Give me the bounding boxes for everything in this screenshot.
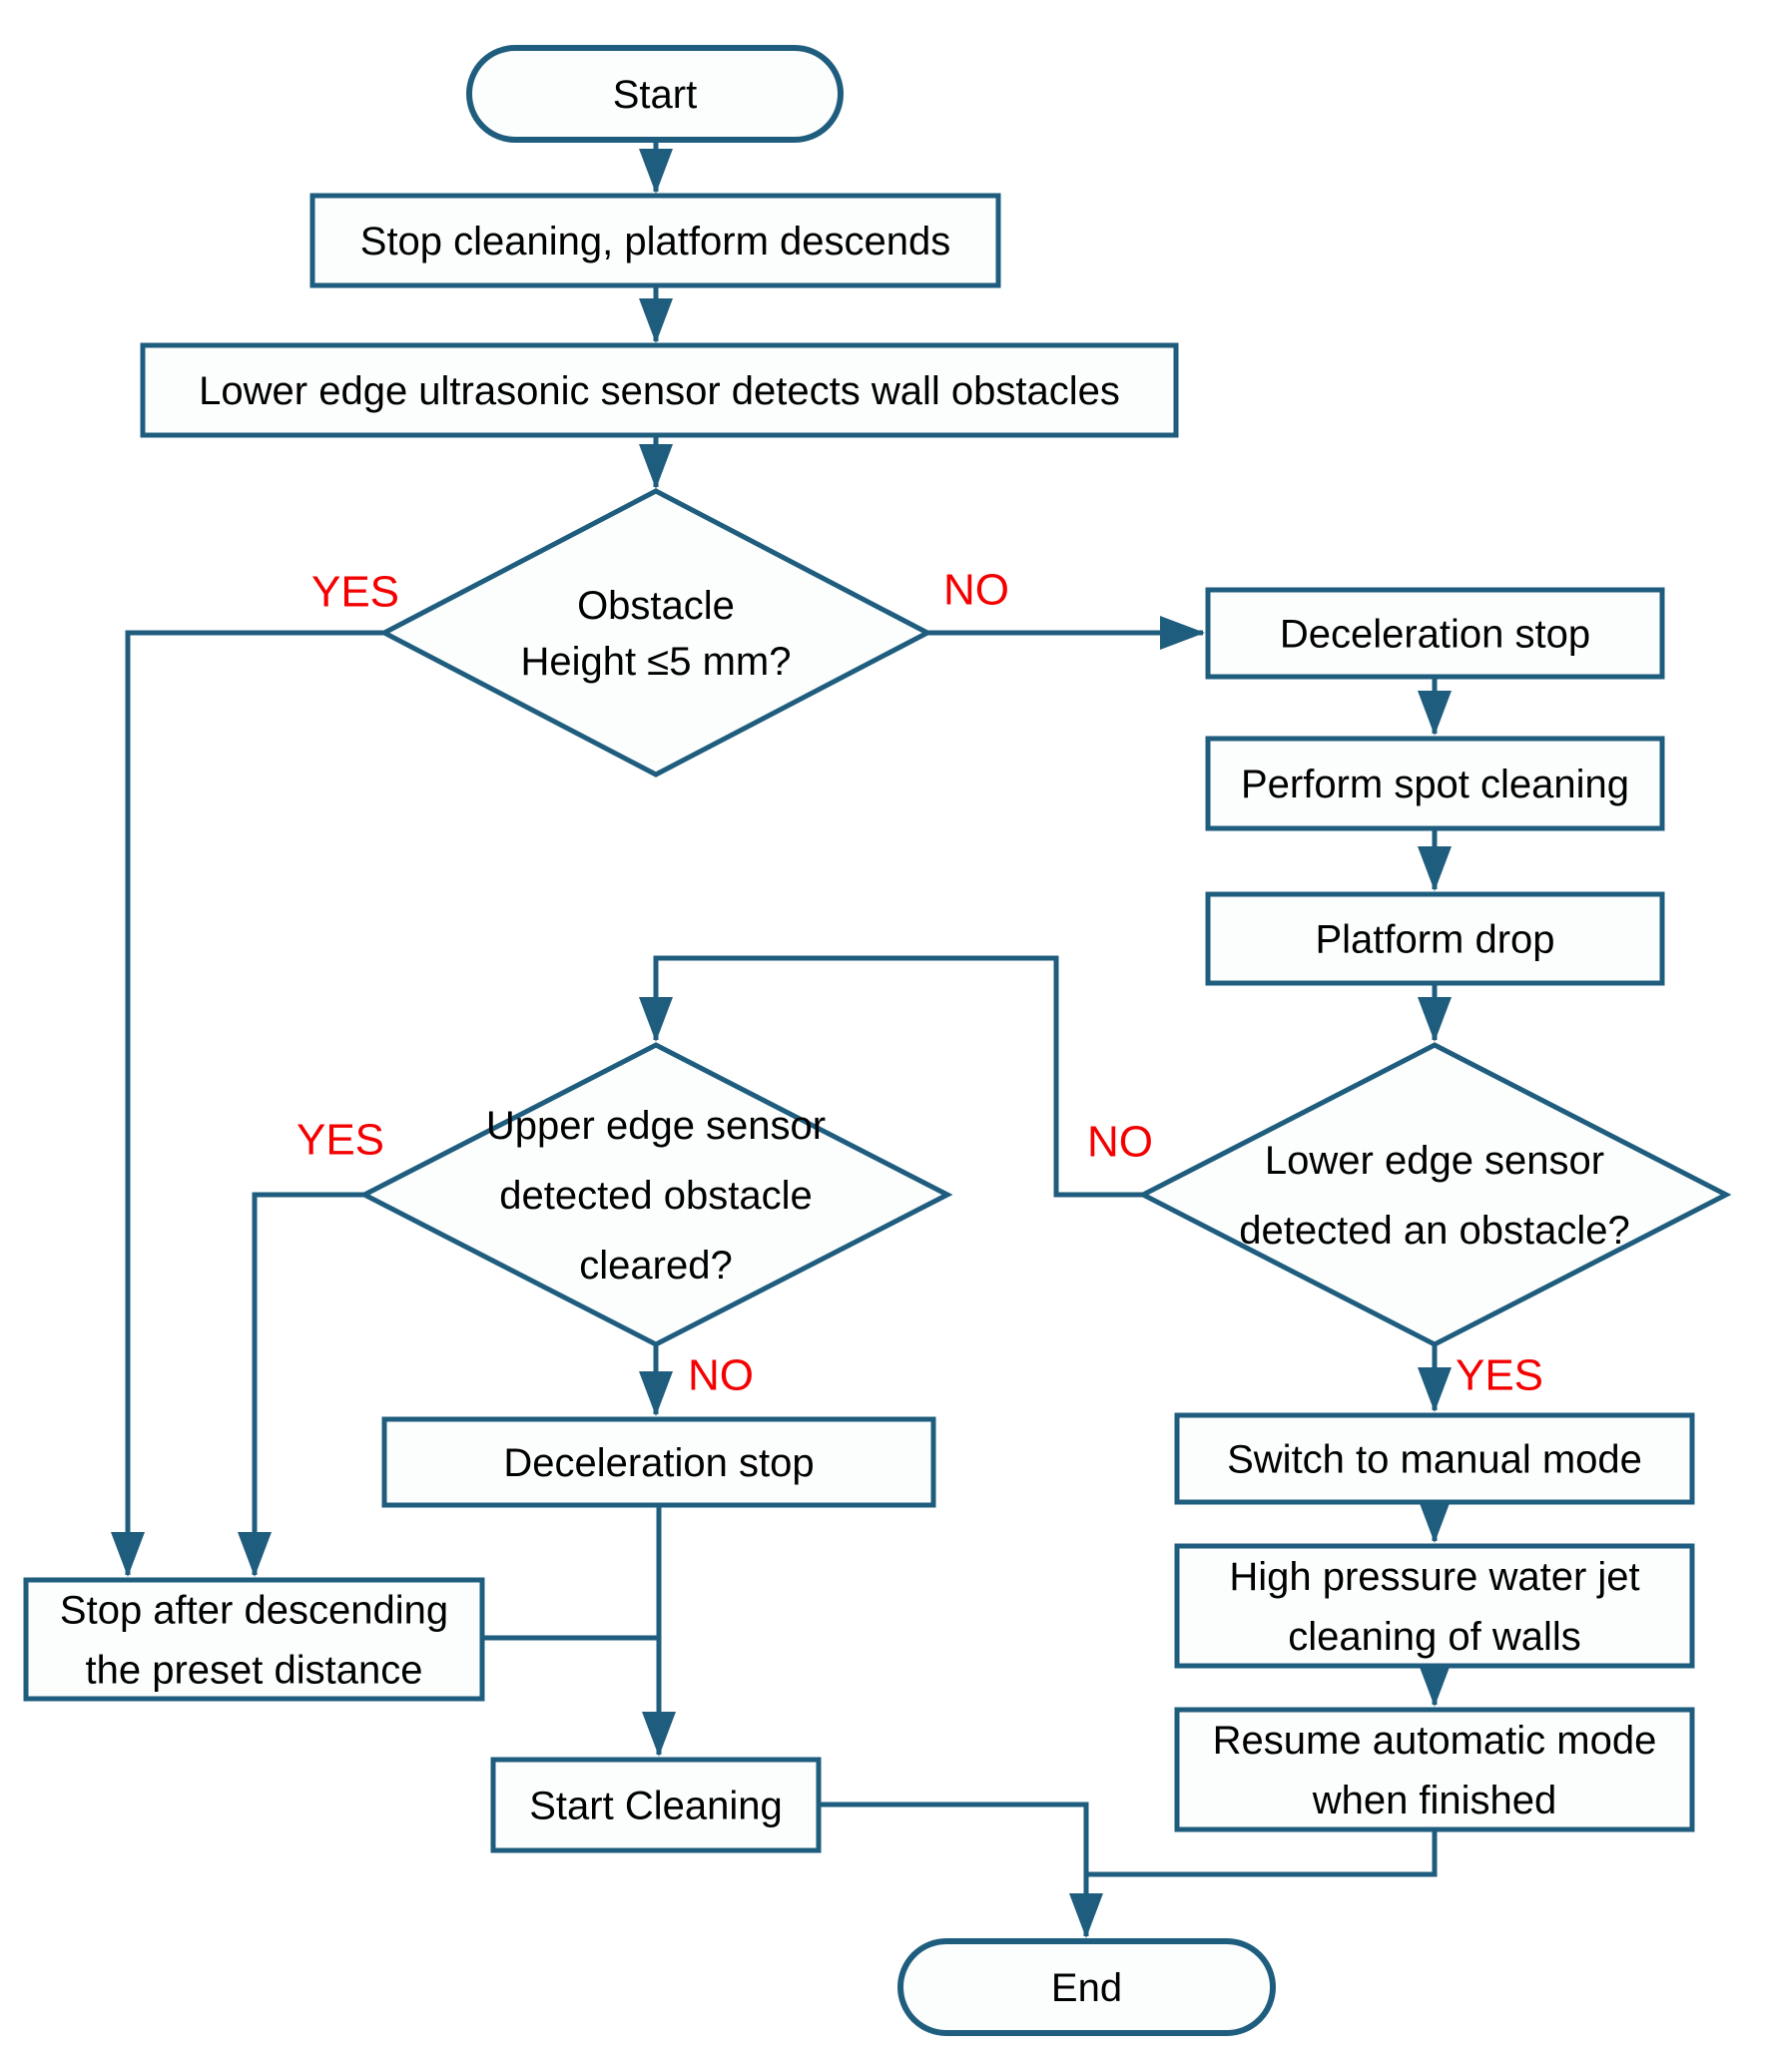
node-lower-edge-detect: Lower edge ultrasonic sensor detects wal… [140, 342, 1179, 438]
branch-label-obstacle-height-no: NO [943, 565, 1009, 614]
branch-label-obstacle-height-yes: YES [311, 567, 399, 616]
branch-label-upper-edge-cleared-no: NO [688, 1350, 754, 1399]
lower-edge-obstacle-shape [1137, 1042, 1732, 1347]
end-shape [897, 1938, 1276, 2036]
stop-cleaning-shape [309, 193, 1001, 288]
decel-2-shape [381, 1416, 936, 1508]
water-jet-shape [1174, 1543, 1695, 1669]
start-shape [466, 45, 844, 143]
resume-auto-shape [1174, 1707, 1695, 1832]
edge-start-cleaning-to-end [819, 1802, 1104, 1938]
platform-drop-label: Platform drop [1315, 918, 1554, 962]
decel-2-label: Deceleration stop [503, 1441, 814, 1485]
edge-obstacle-height-yes-to-stop-after [111, 630, 384, 1577]
branch-label-lower-edge-obstacle-no: NO [1087, 1117, 1153, 1166]
lower-edge-detect-label: Lower edge ultrasonic sensor detects wal… [199, 369, 1120, 413]
node-decel-1: Deceleration stop [1205, 587, 1665, 680]
decel-1-shape [1205, 587, 1665, 680]
upper-edge-cleared-shape [358, 1042, 953, 1347]
branch-label-upper-edge-cleared-yes: YES [296, 1115, 384, 1164]
decel-1-label: Deceleration stop [1280, 613, 1590, 657]
platform-drop-shape [1205, 891, 1665, 986]
edge-resume-auto-to-end-join [1086, 1829, 1438, 1877]
switch-manual-shape [1174, 1412, 1695, 1505]
start-cleaning-label: Start Cleaning [529, 1785, 782, 1828]
node-stop-cleaning: Stop cleaning, platform descends [309, 193, 1001, 288]
spot-cleaning-label: Perform spot cleaning [1241, 763, 1629, 806]
node-platform-drop: Platform drop [1205, 891, 1665, 986]
edge-lower-edge-obstacle-no-loop-to-upper-edge-cleared [639, 955, 1143, 1198]
node-decel-2: Deceleration stop [381, 1416, 936, 1508]
node-start: Start [466, 45, 844, 143]
node-start-cleaning: Start Cleaning [490, 1757, 822, 1853]
end-label: End [1051, 1966, 1122, 2010]
stop-cleaning-label: Stop cleaning, platform descends [360, 220, 950, 263]
edge-upper-edge-cleared-yes-to-stop-after [238, 1192, 364, 1577]
stop-after-descending-shape [23, 1577, 485, 1702]
branch-label-lower-edge-obstacle-yes: YES [1456, 1350, 1543, 1399]
switch-manual-label: Switch to manual mode [1227, 1438, 1642, 1482]
lower-edge-detect-shape [140, 342, 1179, 438]
start-cleaning-shape [490, 1757, 822, 1853]
node-switch-manual: Switch to manual mode [1174, 1412, 1695, 1505]
start-label: Start [613, 73, 697, 117]
node-end: End [897, 1938, 1276, 2036]
obstacle-height-shape [378, 488, 933, 777]
spot-cleaning-shape [1205, 736, 1665, 831]
node-spot-cleaning: Perform spot cleaning [1205, 736, 1665, 831]
